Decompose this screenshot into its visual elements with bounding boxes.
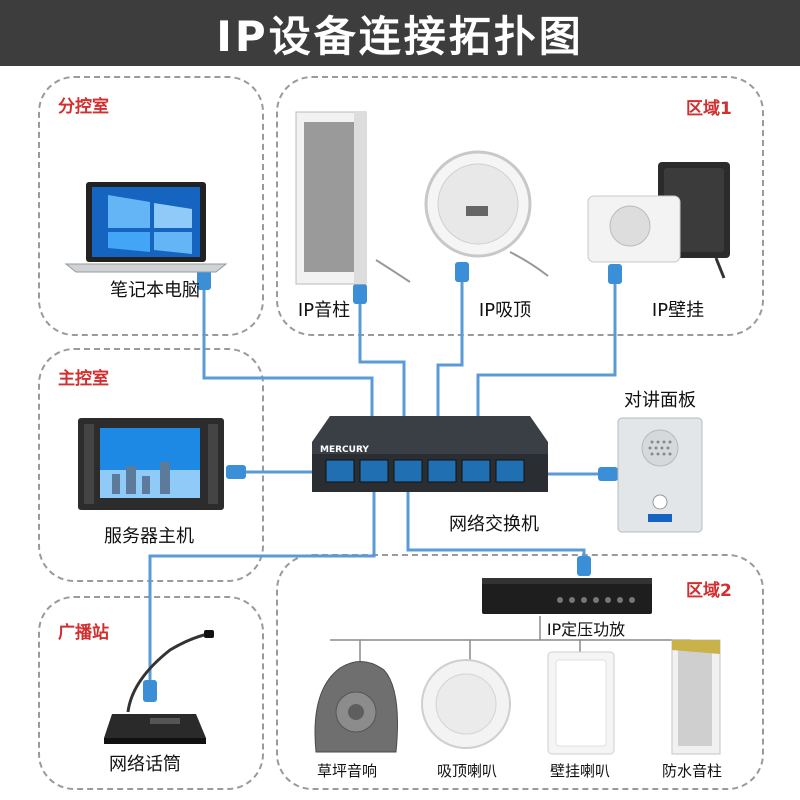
label-ip-column-speaker: IP音柱 [297,300,351,321]
zone-area1 [276,76,764,336]
switch-brand-text: MERCURY [320,445,369,455]
laptop-icon [64,182,228,273]
ceiling-speaker-small-icon [421,659,511,749]
connector-mic [143,680,157,702]
lawn-speaker-icon [314,661,398,753]
label-server-host: 服务器主机 [104,526,194,547]
switch-icon: MERCURY [312,416,548,492]
cable-microphone [148,486,376,692]
zone-label-area2: 区域2 [686,581,732,601]
label-ceiling-speaker: 吸顶喇叭 [436,762,498,780]
server-icon [78,418,224,510]
microphone-icon [104,630,214,744]
label-ip-ceiling-speaker: IP吸顶 [478,300,532,321]
connector-wall [608,264,622,284]
label-laptop: 笔记本电脑 [110,280,200,301]
zone-branch-control [38,76,264,336]
cable-wall-speaker [476,280,617,457]
zone-label-main-control: 主控室 [58,369,109,389]
label-network-switch: 网络交换机 [449,514,539,535]
label-ip-wall-speaker: IP壁挂 [651,300,705,321]
page-title: IP设备连接拓扑图 [216,11,584,61]
waterproof-column-icon [671,639,721,755]
label-ip-amplifier: IP定压功放 [546,620,626,639]
connector-ceiling [455,262,469,282]
zone-label-area1: 区域1 [686,99,732,119]
zone-label-broadcast-station: 广播站 [58,623,109,643]
column-speaker-icon [295,111,411,285]
label-intercom-panel: 对讲面板 [624,390,696,411]
connector-server [226,465,246,479]
label-network-microphone: 网络话筒 [109,754,181,775]
zone-area2 [276,554,764,790]
title-bar: IP设备连接拓扑图 [0,0,800,66]
cable-column-speaker [358,298,406,457]
wall-speaker-small-icon [547,651,615,755]
connector-laptop [197,268,211,290]
cable-ceiling-speaker [436,278,464,457]
intercom-icon [617,417,703,533]
ceiling-speaker-icon [424,150,549,277]
connector-column [353,284,367,304]
zone-label-branch-control: 分控室 [58,97,109,117]
label-wall-speaker: 壁挂喇叭 [549,762,611,780]
connector-amp [577,556,591,576]
amplifier-icon [482,578,652,614]
label-lawn-speaker: 草坪音响 [316,762,378,780]
wall-speaker-icon [587,162,730,279]
label-waterproof-column: 防水音柱 [661,762,723,780]
connector-intercom [598,467,618,481]
